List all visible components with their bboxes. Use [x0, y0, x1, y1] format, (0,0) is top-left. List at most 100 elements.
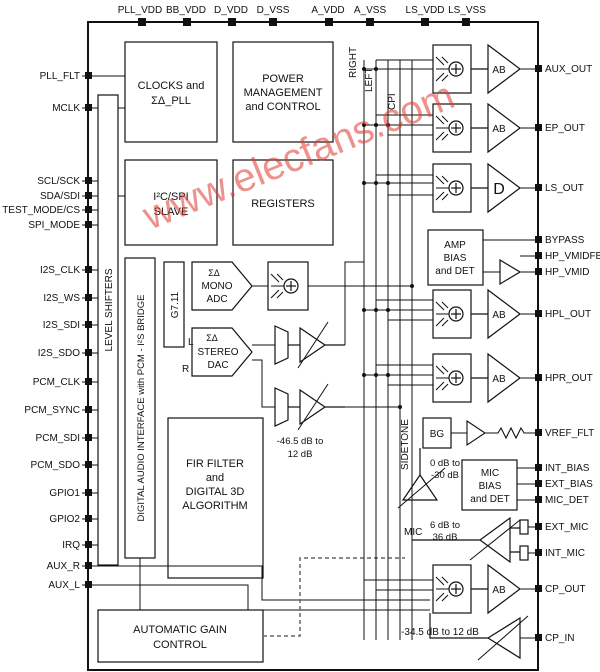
pin-bb-vdd: BB_VDD [166, 5, 206, 16]
svg-text:AUTOMATIC GAIN: AUTOMATIC GAIN [133, 624, 227, 636]
sidetone-label: SIDETONE [400, 419, 411, 470]
left-pin-squares [85, 72, 92, 588]
right-pin-wires [483, 68, 538, 639]
pin-i2s-sdo: I2S_SDO [38, 348, 80, 359]
pin-spi-mode: SPI_MODE [28, 220, 80, 231]
svg-text:and DET: and DET [435, 266, 474, 277]
dac-gain-label-1: -46.5 dB to [277, 436, 323, 447]
pin-ls-out: LS_OUT [545, 183, 584, 194]
right-bus-label: RIGHT [348, 47, 359, 78]
sidetone-gain-2: -30 dB [431, 470, 459, 481]
amp-cp: AB [492, 585, 506, 596]
svg-text:CONTROL: CONTROL [153, 639, 207, 651]
amp-ep: AB [492, 124, 506, 135]
mic-bias-block: MIC BIAS and DET [461, 459, 518, 511]
pin-aux-l: AUX_L [48, 580, 80, 591]
pin-hpl-out: HPL_OUT [545, 309, 591, 320]
pin-hp-vmidfb: HP_VMIDFB [545, 251, 600, 262]
i2c-spi-block: I²C/SPI SLAVE [124, 159, 218, 246]
mixer-inputs [364, 59, 433, 591]
agc-block: AUTOMATIC GAIN CONTROL [97, 609, 264, 663]
power-management-block: POWER MANAGEMENT and CONTROL [232, 41, 334, 143]
mono-adc-block: ΣΔ MONO ADC [191, 261, 253, 311]
level-shifters-label: LEVEL SHIFTERS [104, 268, 115, 351]
svg-text:ΣΔ_PLL: ΣΔ_PLL [151, 95, 191, 107]
svg-text:STEREO: STEREO [197, 347, 238, 358]
pin-i2s-sdi: I2S_SDI [43, 320, 80, 331]
amp-hpl: AB [492, 310, 506, 321]
pin-a-vdd: A_VDD [311, 5, 344, 16]
svg-text:and CONTROL: and CONTROL [245, 101, 320, 113]
amp-bias-block: AMP BIAS and DET [427, 229, 484, 286]
amp-ls: D [493, 181, 505, 198]
pin-hp-vmid: HP_VMID [545, 267, 589, 278]
right-pin-labels: AUX_OUT EP_OUT LS_OUT BYPASS HP_VMIDFB H… [545, 64, 600, 644]
pin-ls-vss: LS_VSS [448, 5, 486, 16]
g711-block: G7.11 [163, 261, 185, 348]
output-amps [471, 43, 521, 615]
svg-text:CLOCKS and: CLOCKS and [138, 80, 205, 92]
pin-pll-flt: PLL_FLT [40, 71, 80, 82]
pin-d-vdd: D_VDD [214, 5, 248, 16]
svg-text:MONO: MONO [201, 281, 232, 292]
stereo-dac-block: ΣΔ STEREO DAC [191, 327, 253, 377]
top-pin-labels: PLL_VDD BB_VDD D_VDD D_VSS A_VDD A_VSS L… [118, 5, 486, 16]
pin-ext-bias: EXT_BIAS [545, 479, 593, 490]
bg-block: BG [422, 417, 452, 449]
svg-text:ΣΔ: ΣΔ [206, 333, 218, 343]
svg-text:DAC: DAC [207, 360, 228, 371]
pin-ext-mic: EXT_MIC [545, 522, 588, 533]
svg-text:ALGORITHM: ALGORITHM [182, 500, 247, 512]
amp-hpr: AB [492, 374, 506, 385]
signal-buses [308, 60, 413, 640]
dac-gain-stage-l [274, 321, 345, 369]
digital-interface-block: DIGITAL AUDIO INTERFACE with PCM - I²S B… [124, 257, 156, 559]
cpi-label: CPI [387, 93, 398, 110]
pin-pcm-sync: PCM_SYNC [24, 405, 80, 416]
pin-pcm-clk: PCM_CLK [33, 377, 81, 388]
svg-text:BG: BG [430, 429, 445, 440]
mic-gain-1: 6 dB to [430, 520, 460, 531]
pin-gpio2: GPIO2 [49, 514, 80, 525]
pin-int-mic: INT_MIC [545, 548, 585, 559]
mic-gain-2: 36 dB [433, 532, 458, 543]
l-label: L [188, 337, 194, 348]
sidetone-gain-1: 0 dB to [430, 458, 460, 469]
pin-sda-sdi: SDA/SDI [40, 191, 80, 202]
sidetone-gain [397, 448, 446, 509]
left-pin-labels: PLL_FLT MCLK SCL/SCK SDA/SDI TEST_MODE/C… [2, 71, 80, 591]
svg-text:AMP: AMP [444, 240, 466, 251]
dac-gain-label-2: 12 dB [288, 449, 313, 460]
pin-pll-vdd: PLL_VDD [118, 5, 162, 16]
svg-text:BIAS: BIAS [444, 253, 467, 264]
agc-dashed-link [263, 557, 405, 637]
svg-text:BIAS: BIAS [479, 481, 502, 492]
pin-test-mode-cs: TEST_MODE/CS [2, 205, 80, 216]
dac-gain-stage-r [274, 383, 345, 431]
digital-interface-label: DIGITAL AUDIO INTERFACE with PCM - I²S B… [136, 295, 147, 522]
pin-cp-out: CP_OUT [545, 584, 586, 595]
pin-a-vss: A_VSS [354, 5, 387, 16]
right-pin-squares [535, 65, 542, 641]
pin-scl-sck: SCL/SCK [37, 176, 80, 187]
fir-filter-block: FIR FILTER and DIGITAL 3D ALGORITHM [167, 417, 264, 579]
svg-text:MIC: MIC [481, 468, 499, 479]
pin-irq: IRQ [62, 540, 80, 551]
mic-label: MIC [404, 527, 422, 538]
registers-block: REGISTERS [232, 159, 334, 246]
svg-text:REGISTERS: REGISTERS [251, 198, 315, 210]
svg-text:and: and [206, 472, 224, 484]
svg-text:POWER: POWER [262, 73, 304, 85]
chip-outline [87, 21, 539, 671]
level-shifters-block: LEVEL SHIFTERS [97, 94, 119, 566]
pin-ls-vdd: LS_VDD [406, 5, 445, 16]
pin-mic-det: MIC_DET [545, 495, 589, 506]
svg-text:DIGITAL 3D: DIGITAL 3D [186, 486, 245, 498]
svg-text:ΣΔ: ΣΔ [208, 268, 220, 278]
r-label: R [182, 364, 189, 375]
pin-i2s-clk: I2S_CLK [40, 265, 80, 276]
clocks-pll-block: CLOCKS and ΣΔ_PLL [124, 41, 218, 143]
svg-text:MANAGEMENT: MANAGEMENT [244, 87, 323, 99]
mic-preamp [412, 516, 529, 564]
